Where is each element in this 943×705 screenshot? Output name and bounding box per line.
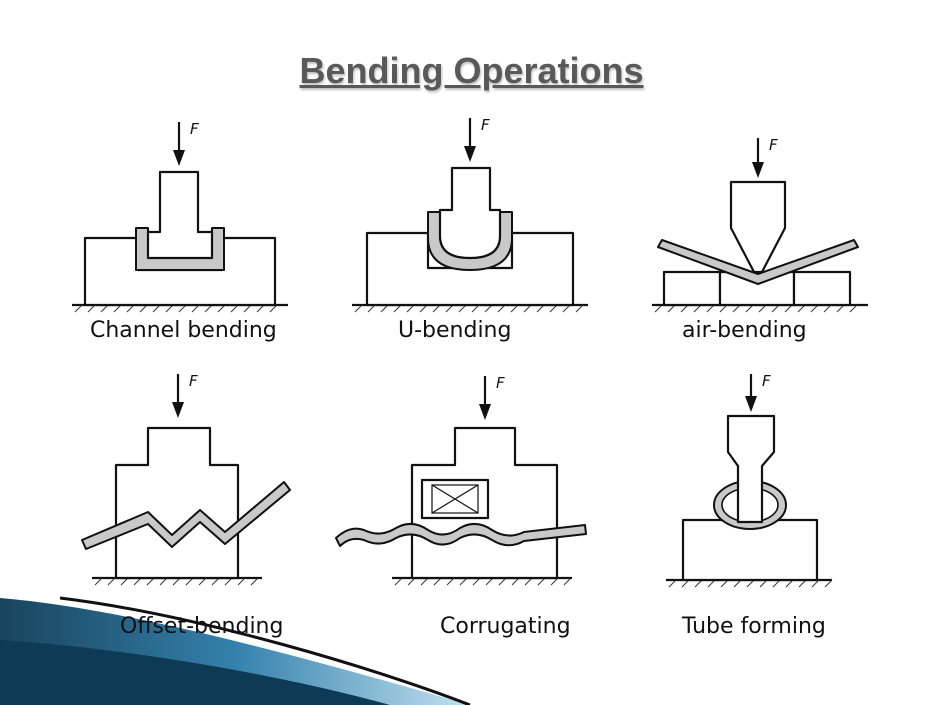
die-left-support xyxy=(662,270,722,307)
sheet-metal xyxy=(657,239,859,285)
ground-hatch xyxy=(74,304,278,313)
caption-channel-bending: Channel bending xyxy=(90,318,277,343)
corrugating-diagram xyxy=(335,376,587,586)
caption-corrugating: Corrugating xyxy=(440,614,571,639)
u-bending-diagram xyxy=(352,118,588,313)
sheet-metal xyxy=(335,523,587,547)
ground-hatch xyxy=(354,304,584,313)
sheet-metal xyxy=(81,481,291,550)
punch xyxy=(438,166,502,260)
die-right-support xyxy=(792,270,852,307)
force-label: F xyxy=(769,136,778,154)
force-label: F xyxy=(190,120,199,138)
ground-hatch xyxy=(668,579,833,588)
die xyxy=(114,426,240,580)
punch xyxy=(729,180,787,274)
air-bending-diagram xyxy=(652,138,868,313)
caption-air-bending: air-bending xyxy=(682,318,807,343)
force-label: F xyxy=(481,116,490,134)
caption-tube-forming: Tube forming xyxy=(682,614,826,639)
punch xyxy=(146,170,214,260)
pressure-pad-inner xyxy=(431,484,479,514)
force-label: F xyxy=(189,372,198,390)
ground-hatch xyxy=(654,304,858,313)
caption-offset-bending: Offset-bending xyxy=(120,614,284,639)
ground-hatch xyxy=(94,577,259,586)
ground-hatch xyxy=(394,577,572,586)
offset-bending-diagram xyxy=(81,374,291,586)
caption-u-bending: U-bending xyxy=(398,318,512,343)
corner-swoosh-decoration xyxy=(0,596,471,705)
channel-bending-diagram xyxy=(72,122,288,313)
tube-forming-diagram xyxy=(666,374,833,588)
force-label: F xyxy=(496,374,505,392)
page-title: Bending Operations xyxy=(299,50,644,91)
force-label: F xyxy=(762,372,771,390)
punch xyxy=(726,414,776,524)
